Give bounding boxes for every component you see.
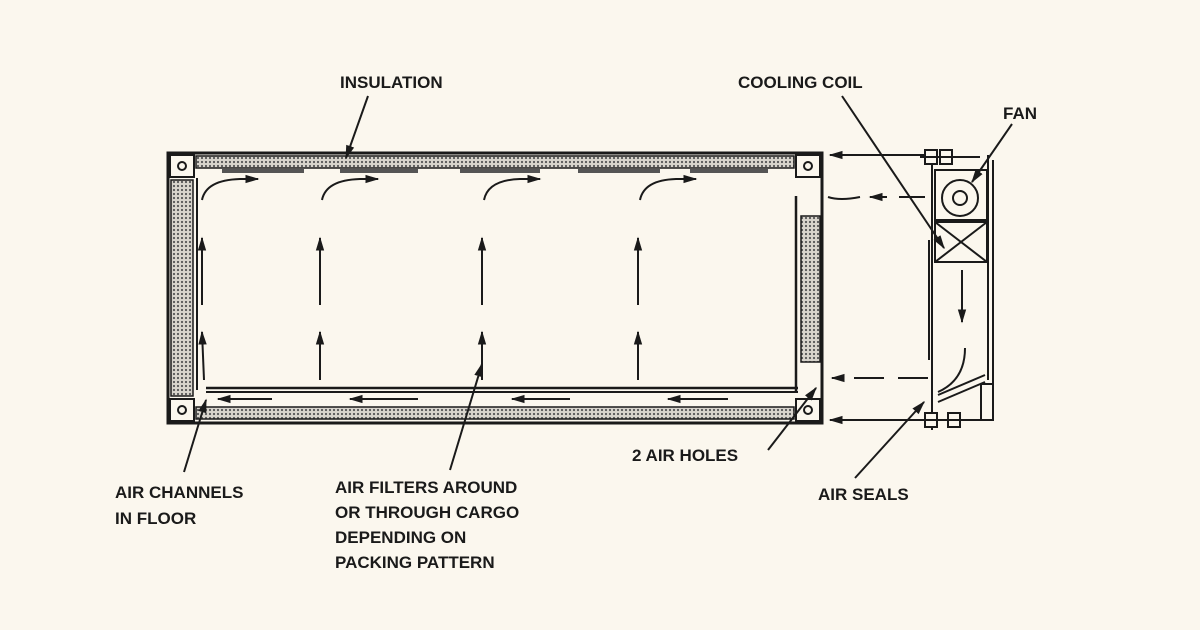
air-channels-label-2: IN FLOOR xyxy=(115,509,196,528)
airflow-arrows xyxy=(197,150,967,425)
end-wall-insulation xyxy=(170,179,194,397)
roof-insulation xyxy=(195,155,795,169)
fan-icon xyxy=(941,179,979,217)
air-channels-label-1: AIR CHANNELS xyxy=(115,483,243,502)
air-filters-label-3: DEPENDING ON xyxy=(335,528,466,547)
air-holes-label: 2 AIR HOLES xyxy=(632,446,738,465)
door-insulation xyxy=(800,215,821,363)
air-filters-label-4: PACKING PATTERN xyxy=(335,553,495,572)
leader-lines xyxy=(183,95,1013,479)
air-filters-label-2: OR THROUGH CARGO xyxy=(335,503,519,522)
air-seals-label: AIR SEALS xyxy=(818,485,909,504)
fan-label: FAN xyxy=(1003,104,1037,123)
air-filters-label-1: AIR FILTERS AROUND xyxy=(335,478,517,497)
cooling-coil-label: COOLING COIL xyxy=(738,73,863,92)
floor-insulation xyxy=(195,406,795,420)
insulation-label: INSULATION xyxy=(340,73,443,92)
refrigeration-unit xyxy=(920,149,994,430)
corner-castings xyxy=(169,154,821,422)
container-body xyxy=(166,151,824,425)
